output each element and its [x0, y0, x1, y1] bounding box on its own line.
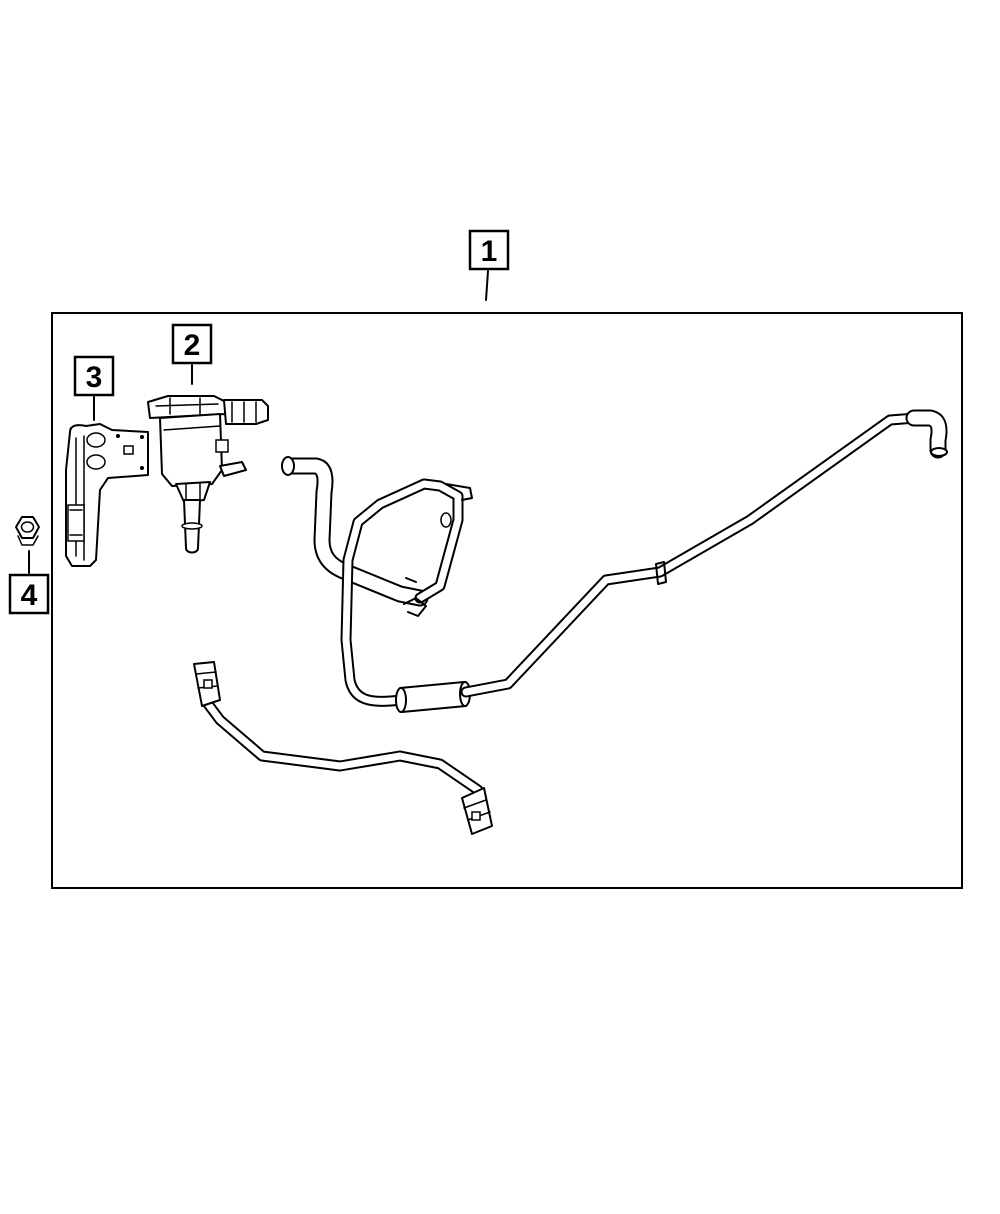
callout-4-label: 4 [21, 579, 38, 612]
hex-nut [15, 516, 40, 546]
assembly-frame [51, 312, 963, 889]
callout-4[interactable]: 4 [8, 550, 50, 615]
callout-1-label: 1 [481, 235, 498, 268]
vapor-canister-valve [147, 395, 269, 554]
callout-1[interactable]: 1 [468, 229, 510, 301]
mounting-bracket [65, 423, 149, 567]
fuel-vapor-line-lower [193, 661, 493, 835]
callout-2-label: 2 [184, 329, 201, 362]
fuel-vapor-line-main [281, 409, 948, 713]
callout-3[interactable]: 3 [73, 355, 115, 421]
callout-3-label: 3 [86, 361, 103, 394]
callout-2[interactable]: 2 [171, 323, 213, 385]
